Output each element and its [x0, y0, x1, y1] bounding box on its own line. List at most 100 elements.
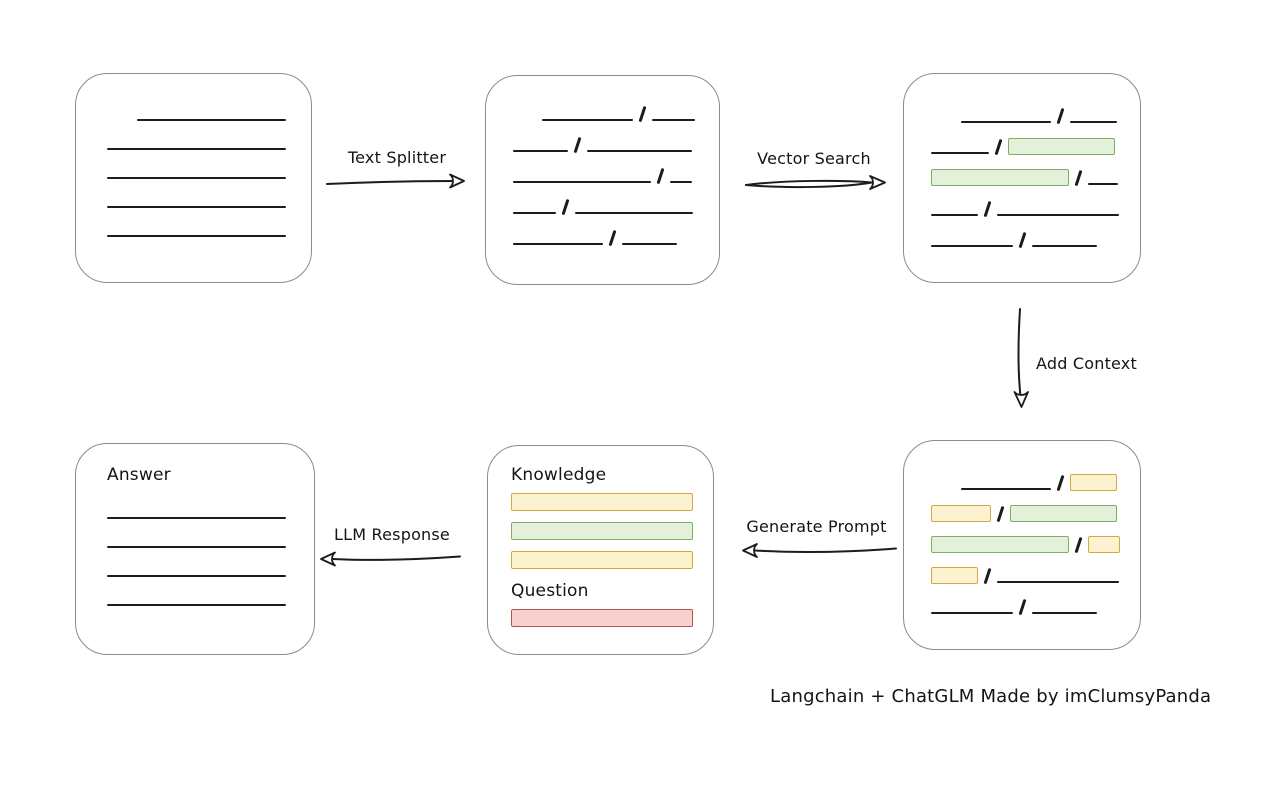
text-row — [107, 531, 314, 549]
text-line — [513, 243, 603, 245]
yellow-highlight-bar — [511, 493, 693, 511]
text-row — [511, 609, 713, 627]
text-row — [107, 589, 314, 607]
green-highlight-bar — [1009, 505, 1117, 522]
chunk-separator-slash — [1074, 537, 1082, 553]
text-line — [137, 119, 286, 121]
text-row — [931, 502, 1140, 522]
prompt-box-content: Knowledge Question — [488, 446, 713, 627]
chunk-separator-slash — [638, 106, 646, 122]
text-line — [961, 121, 1051, 123]
yellow-highlight-bar — [1069, 474, 1117, 491]
text-row — [513, 195, 719, 215]
text-splitter-arrow — [326, 173, 465, 189]
text-row — [107, 502, 314, 520]
text-row — [107, 191, 311, 209]
text-row — [513, 226, 719, 246]
add-context-arrow — [1013, 308, 1029, 408]
text-line — [513, 212, 556, 214]
text-line — [574, 212, 693, 214]
text-line — [107, 517, 286, 519]
chunk-separator-slash — [1018, 599, 1026, 615]
text-line — [1069, 121, 1117, 123]
text-row — [931, 533, 1140, 553]
chunk-separator-slash — [608, 230, 616, 246]
answer-box: Answer — [75, 443, 315, 655]
text-line — [513, 150, 568, 152]
matched-chunk-lines — [904, 74, 1140, 248]
chunk-separator-slash — [996, 506, 1004, 522]
text-line — [996, 214, 1119, 216]
llm-response-arrow — [320, 551, 461, 567]
text-line — [542, 119, 633, 121]
text-row — [107, 133, 311, 151]
text-line — [931, 245, 1013, 247]
text-row — [511, 551, 713, 569]
text-row — [931, 135, 1140, 155]
yellow-highlight-bar — [931, 567, 978, 584]
text-row — [513, 133, 719, 153]
text-row — [107, 104, 311, 122]
question-label: Question — [511, 581, 589, 601]
text-row — [513, 102, 719, 122]
chunked-text-lines — [486, 76, 719, 246]
text-row — [931, 595, 1140, 615]
context-chunks-box — [903, 440, 1141, 650]
green-highlight-bar — [931, 536, 1069, 553]
yellow-highlight-bar — [511, 551, 693, 569]
text-row — [931, 104, 1140, 124]
question-bar — [511, 609, 713, 627]
document-text-lines — [76, 74, 311, 238]
text-row — [107, 220, 311, 238]
text-line — [931, 612, 1013, 614]
green-highlight-bar — [1007, 138, 1115, 155]
green-highlight-bar — [931, 169, 1069, 186]
text-line — [1087, 183, 1118, 185]
text-line — [107, 575, 286, 577]
text-line — [1031, 612, 1097, 614]
text-line — [931, 214, 978, 216]
green-highlight-bar — [511, 522, 693, 540]
answer-text-lines — [107, 502, 314, 607]
chunk-separator-slash — [1018, 232, 1026, 248]
text-line — [513, 181, 651, 183]
text-line — [107, 177, 286, 179]
text-row — [511, 522, 713, 540]
answer-label: Answer — [107, 465, 171, 485]
text-line — [931, 152, 989, 154]
chunk-separator-slash — [1056, 475, 1064, 491]
generate-prompt-label: Generate Prompt — [746, 517, 887, 536]
chunk-separator-slash — [983, 201, 991, 217]
chunk-separator-slash — [983, 568, 991, 584]
vector-search-label: Vector Search — [757, 149, 871, 168]
text-line — [107, 546, 286, 548]
text-line — [621, 243, 677, 245]
knowledge-bars — [511, 493, 713, 569]
chunk-separator-slash — [561, 199, 569, 215]
prompt-box: Knowledge Question — [487, 445, 714, 655]
llm-response-label: LLM Response — [334, 525, 450, 544]
text-line — [669, 181, 692, 183]
chunk-separator-slash — [1056, 108, 1064, 124]
text-line — [586, 150, 692, 152]
text-row — [931, 471, 1140, 491]
add-context-label: Add Context — [1036, 354, 1137, 373]
text-row — [931, 197, 1140, 217]
text-line — [1031, 245, 1097, 247]
chunk-separator-slash — [994, 139, 1002, 155]
text-splitter-label: Text Splitter — [347, 148, 447, 167]
split-chunks-box — [485, 75, 720, 285]
text-line — [107, 206, 286, 208]
generate-prompt-arrow — [742, 543, 897, 558]
text-line — [107, 148, 286, 150]
yellow-highlight-bar — [931, 505, 991, 522]
text-row — [931, 166, 1140, 186]
red-highlight-bar — [511, 609, 693, 627]
text-line — [651, 119, 695, 121]
vector-matched-chunks-box — [903, 73, 1141, 283]
source-document-box — [75, 73, 312, 283]
text-line — [107, 604, 286, 606]
text-line — [996, 581, 1119, 583]
text-row — [107, 560, 314, 578]
